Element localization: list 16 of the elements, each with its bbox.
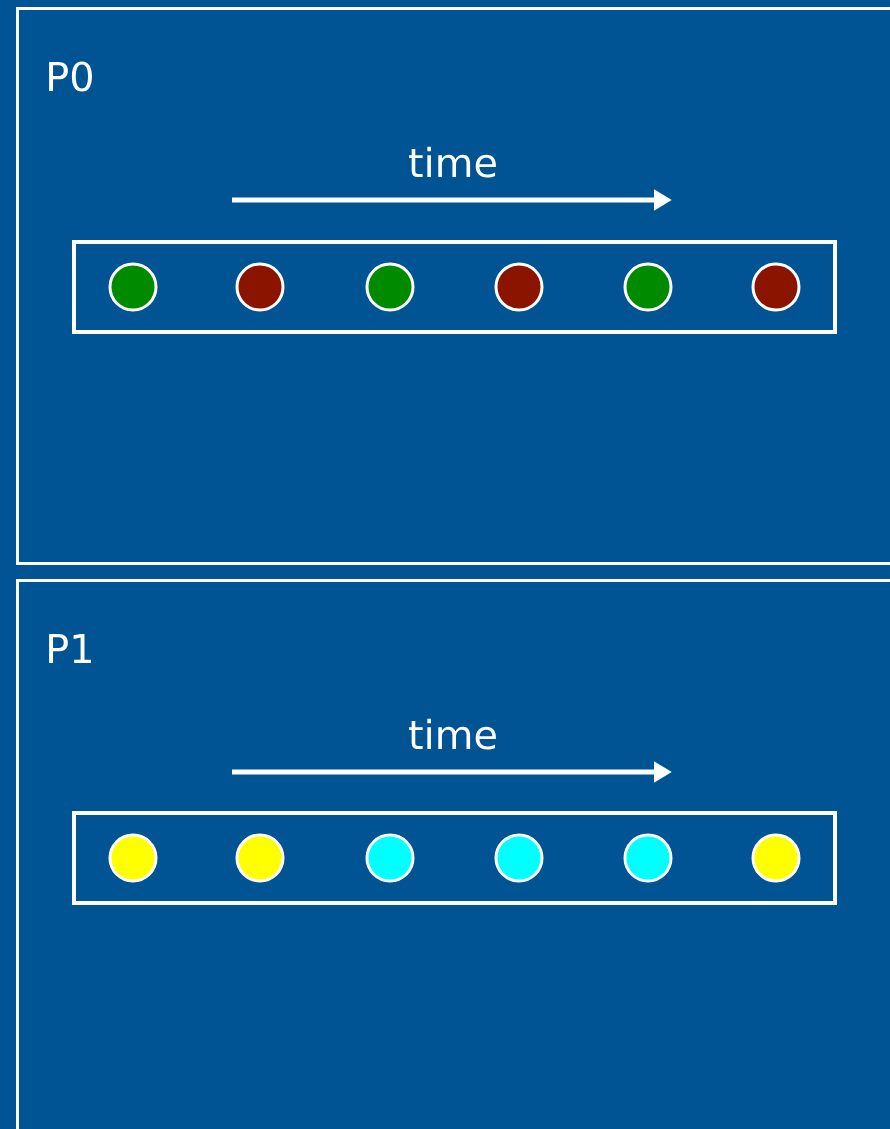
timeline-box (72, 240, 837, 334)
timeline-box (72, 811, 837, 905)
event-dot (623, 833, 673, 883)
event-dot (235, 833, 285, 883)
event-dot (108, 833, 158, 883)
axis-label: time (409, 146, 496, 178)
event-dot (494, 833, 544, 883)
event-dot (108, 262, 158, 312)
axis-label: time (409, 718, 496, 750)
event-dot (365, 262, 415, 312)
event-dot (751, 833, 801, 883)
event-dot (494, 262, 544, 312)
event-dot (623, 262, 673, 312)
event-dot (751, 262, 801, 312)
event-dot (365, 833, 415, 883)
event-dot (235, 262, 285, 312)
